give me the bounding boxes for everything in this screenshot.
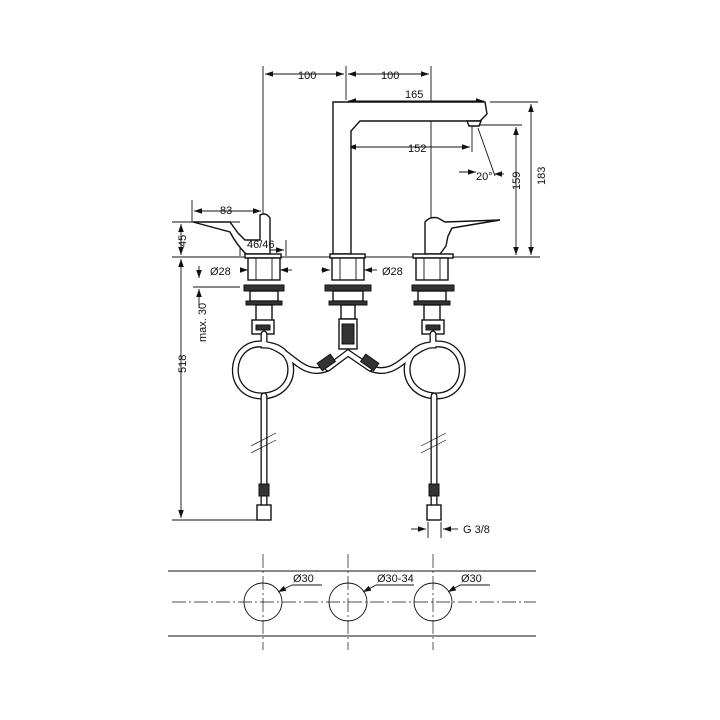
dim-hole-right: Ø30 (461, 573, 482, 585)
hole-left (243, 582, 283, 622)
dim-spout-length: 165 (405, 89, 423, 101)
center-shank (324, 257, 372, 350)
left-handle (192, 213, 282, 259)
dim-spout-angle: 20° (476, 171, 493, 183)
dim-max-thickness: max. 30 (197, 303, 209, 342)
dim-spout-reach: 152 (408, 143, 426, 155)
dim-shank-diameter-right: Ø28 (382, 266, 403, 278)
right-handle (412, 216, 501, 259)
left-shank (243, 257, 285, 335)
dim-hole-center: Ø30-34 (377, 573, 414, 585)
dimension-labels: 100 100 165 152 20° 159 183 83 45 46/46 … (177, 70, 548, 585)
dim-handle-length: 83 (220, 205, 232, 217)
right-shank (411, 257, 455, 335)
mounting-hole-plan (168, 554, 536, 650)
dim-handle-angle: 46/46 (247, 239, 275, 251)
hole-center (328, 582, 368, 622)
dim-connection-thread: G 3/8 (463, 524, 490, 536)
dim-spacing-left: 100 (298, 70, 316, 82)
dim-hole-left: Ø30 (293, 573, 314, 585)
spout (329, 101, 488, 259)
dim-handle-height: 45 (177, 235, 189, 247)
dim-outlet-height: 159 (511, 172, 523, 190)
dim-shank-diameter-left: Ø28 (210, 266, 231, 278)
dim-hose-length: 518 (177, 355, 189, 373)
dim-spout-height: 183 (536, 167, 548, 185)
dim-spacing-right: 100 (381, 70, 399, 82)
hole-right (413, 582, 453, 622)
hoses (231, 330, 466, 521)
